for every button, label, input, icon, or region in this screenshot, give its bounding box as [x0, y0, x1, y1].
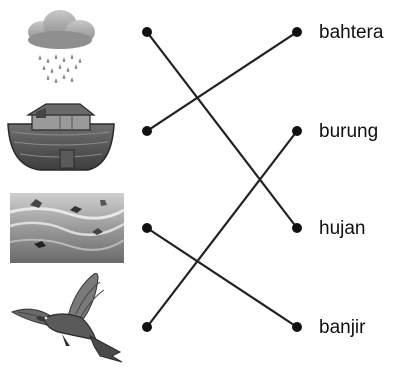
word-dot[interactable] [292, 322, 302, 332]
word-bahtera: bahtera [319, 22, 384, 43]
word-dot[interactable] [292, 126, 302, 136]
match-line [146, 31, 298, 229]
flying-bird-icon [10, 273, 123, 363]
word-burung: burung [319, 121, 379, 142]
word-dot[interactable] [292, 27, 302, 37]
flood-water-icon [9, 193, 125, 263]
picture-dot[interactable] [142, 223, 152, 233]
match-line [146, 130, 298, 328]
rain-cloud-icon [28, 10, 95, 84]
match-line [146, 31, 298, 132]
picture-dot[interactable] [142, 27, 152, 37]
match-line [146, 227, 298, 328]
word-hujan: hujan [319, 218, 366, 239]
word-dot[interactable] [292, 223, 302, 233]
picture-dot[interactable] [142, 126, 152, 136]
word-banjir: banjir [319, 317, 366, 338]
picture-dot[interactable] [142, 322, 152, 332]
ark-boat-icon [7, 103, 115, 171]
